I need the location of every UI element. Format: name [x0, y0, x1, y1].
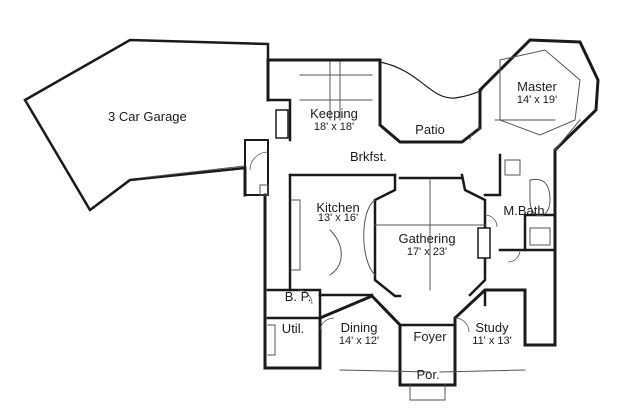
room-label-kitchen: Kitchen [316, 200, 360, 215]
room-label-patio: Patio [415, 122, 445, 137]
room-size-keeping: 18' x 18' [313, 121, 355, 133]
door-swings [249, 127, 521, 333]
thin-lines [259, 49, 581, 401]
room-label-por: Por. [416, 367, 440, 382]
room-size-master: 14' x 19' [516, 94, 558, 106]
room-size-gathering: 17' x 23' [406, 246, 448, 258]
patio-outline [379, 61, 483, 99]
room-label-gathering: Gathering [398, 231, 456, 246]
room-label-mbath: M.Bath [503, 203, 545, 218]
garage-outline [23, 38, 270, 212]
room-size-study: 11' x 13' [472, 335, 512, 347]
room-size-dining: 14' x 12' [338, 335, 380, 347]
room-label-brkfst: Brkfst. [350, 149, 387, 164]
room-label-foyer: Foyer [413, 329, 447, 344]
room-label-keeping: Keeping [310, 106, 358, 121]
room-label-util: Util. [281, 321, 305, 336]
room-label-bp: B. P. [284, 289, 312, 304]
room-label-master: Master [517, 79, 557, 94]
room-label-garage: 3 Car Garage [108, 109, 187, 124]
room-size-kitchen: 13' x 16' [317, 212, 359, 224]
fireplaces [275, 109, 491, 259]
room-label-study: Study [475, 320, 509, 335]
room-label-dining: Dining [340, 320, 378, 335]
interior-walls [266, 98, 557, 327]
